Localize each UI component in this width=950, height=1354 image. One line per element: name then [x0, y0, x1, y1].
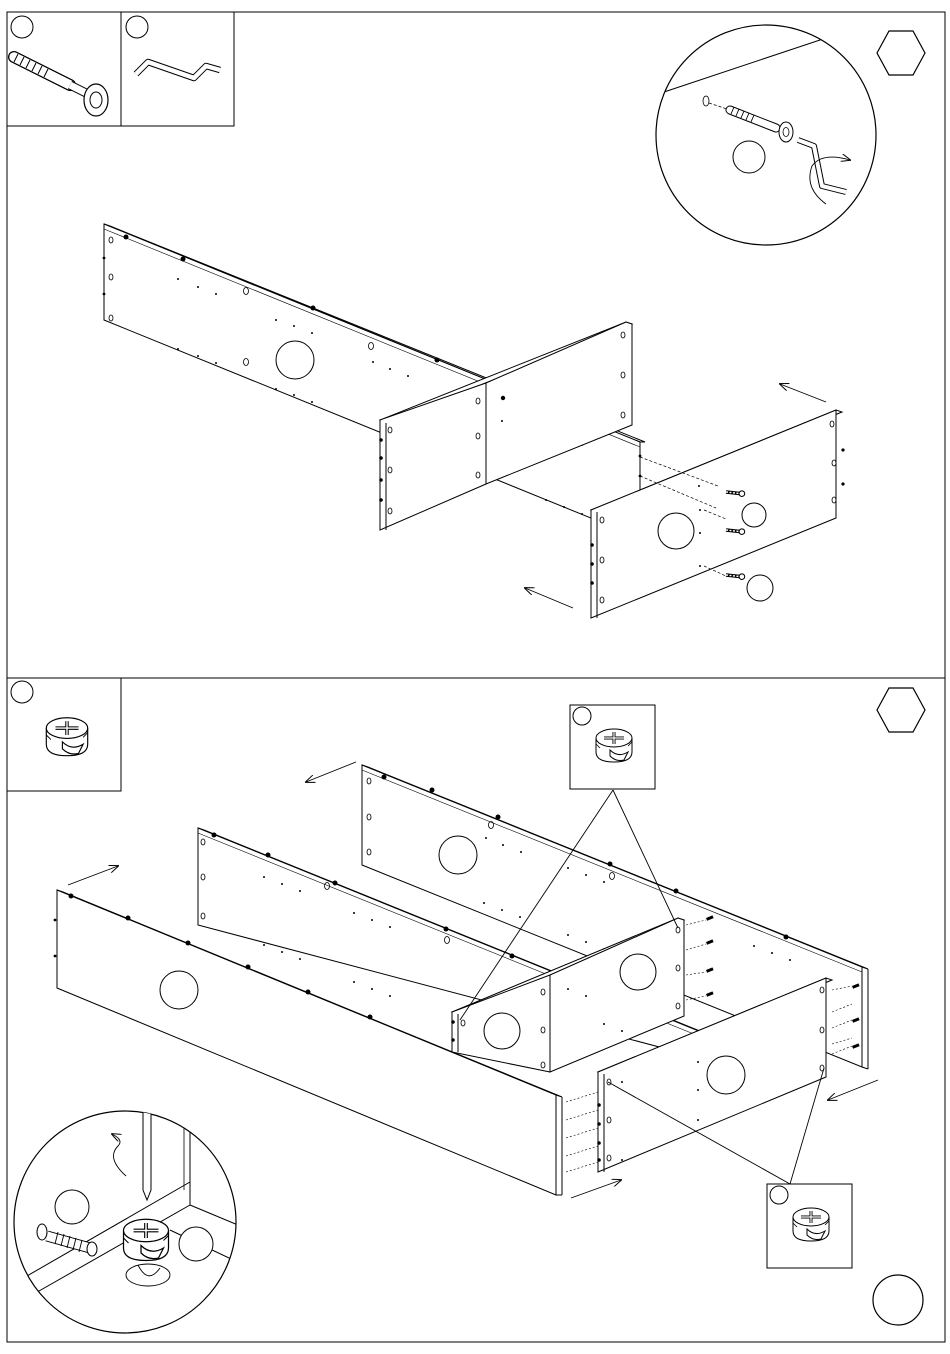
cam-lock-icon	[46, 718, 87, 756]
cam-lock-tightening-detail	[14, 1105, 250, 1333]
allen-key-icon	[136, 62, 220, 78]
step-2-marker	[877, 688, 925, 732]
screwdriver-icon	[143, 1105, 151, 1200]
cam-lock-icon	[596, 729, 632, 762]
direction-arrow-icon	[828, 1080, 878, 1100]
step-1-marker	[877, 31, 925, 75]
hexagon-icon	[877, 31, 925, 75]
cam-lock-icon	[124, 1219, 169, 1260]
bolt-callout-circle-1	[742, 503, 766, 527]
bolt-callout-circle-2	[747, 575, 773, 601]
cam-bolt-icon	[14, 54, 108, 116]
detail-callout-circle-1	[55, 1190, 89, 1224]
step-2-panel	[7, 678, 945, 1342]
part-b-label-circle	[126, 16, 148, 38]
direction-arrow-icon	[525, 588, 573, 608]
direction-arrow-icon	[780, 384, 826, 402]
page-number-badge	[873, 1275, 923, 1325]
part-a-cell	[11, 16, 108, 116]
part-c-label-circle	[11, 681, 33, 703]
cam-bolt-icon	[726, 568, 746, 583]
detail-callout-circle-2	[179, 1227, 213, 1261]
part-b-cell	[126, 16, 220, 78]
bolt-insertion-detail	[640, 20, 880, 245]
direction-arrow-icon	[68, 866, 118, 885]
step-1-parts-legend	[7, 12, 234, 126]
step-2-parts-legend	[7, 678, 121, 791]
part-a-label-circle	[11, 16, 33, 38]
step-1-panel	[7, 12, 945, 678]
detail-callout-circle	[733, 141, 765, 173]
hexagon-icon	[877, 688, 925, 732]
cam-lock-icon	[793, 1208, 829, 1241]
direction-arrow-icon	[571, 1180, 621, 1198]
direction-arrow-icon	[306, 762, 356, 782]
